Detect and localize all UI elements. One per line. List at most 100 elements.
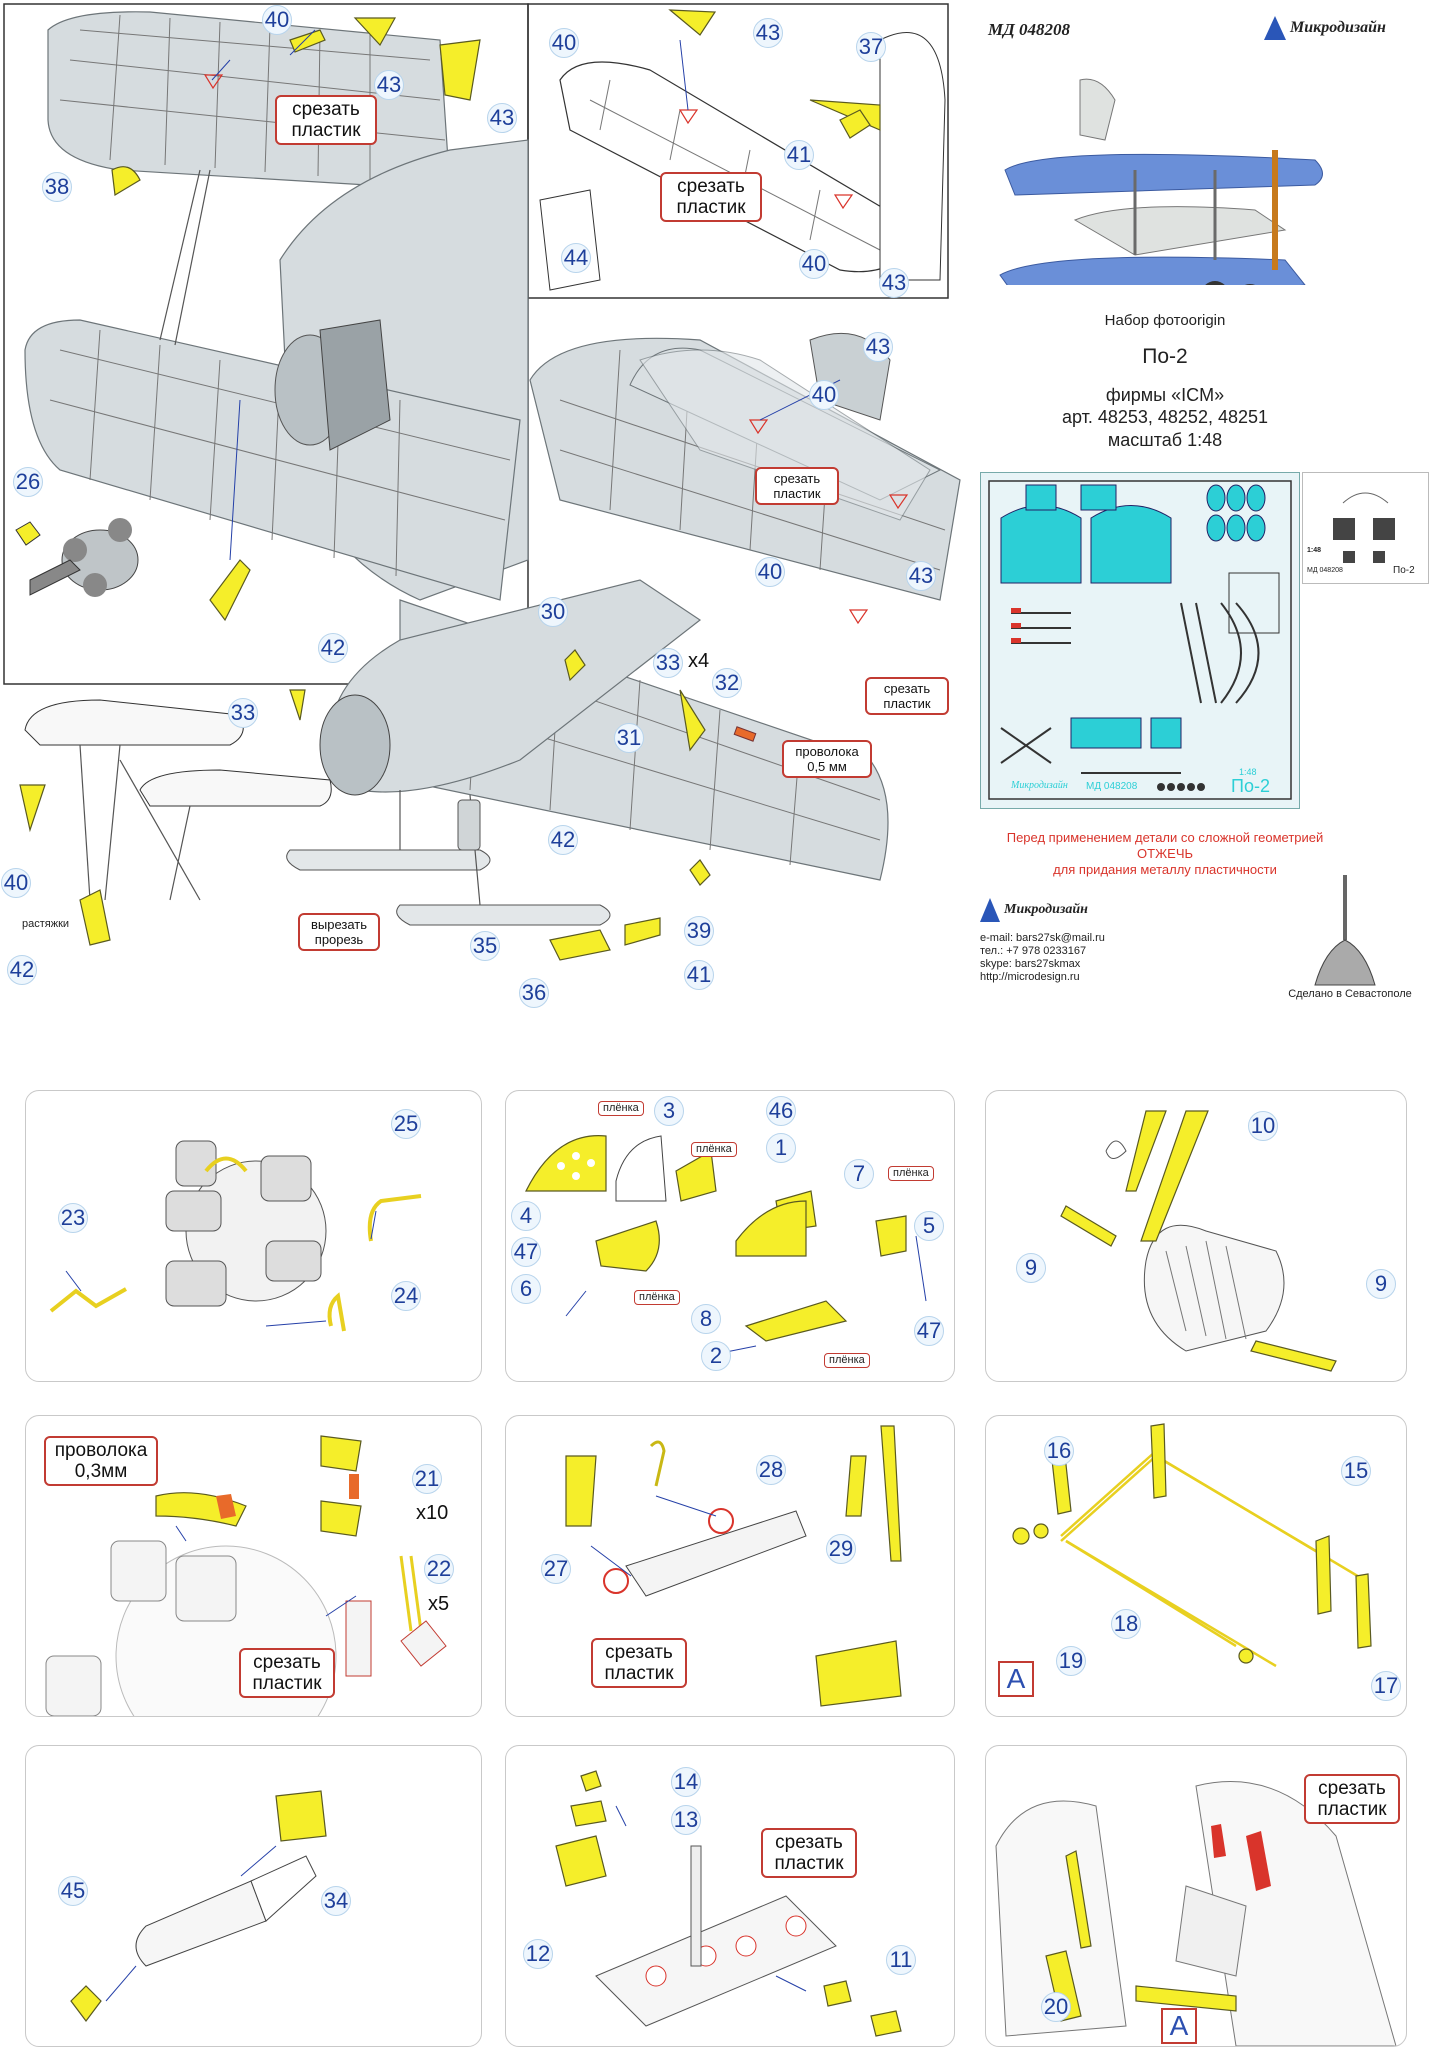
film-label: плёнка — [824, 1353, 870, 1368]
film-label: плёнка — [888, 1166, 934, 1181]
annealing-notice: Перед применением детали со сложной геом… — [980, 830, 1350, 878]
fret-title: По-2 — [1231, 776, 1270, 796]
multiplier-x4: x4 — [688, 650, 710, 672]
cut-plastic-label: срезать пластик — [275, 95, 377, 145]
callout-22: 22 — [424, 1554, 454, 1584]
callout-1: 1 — [766, 1133, 796, 1163]
callout-15: 15 — [1341, 1456, 1371, 1486]
callout-9: 9 — [1366, 1269, 1396, 1299]
callout-43: 43 — [906, 561, 936, 591]
fret-brand: Микродизайн — [1011, 780, 1068, 791]
made-in: Сделано в Севастополе — [1288, 988, 1412, 1000]
callout-40: 40 — [809, 380, 839, 410]
callout-40: 40 — [262, 5, 292, 35]
cut-plastic-label: срезать пластик — [1304, 1774, 1400, 1824]
film-label: плёнка — [598, 1101, 644, 1116]
callout-18: 18 — [1111, 1609, 1141, 1639]
braces-label: растяжки — [22, 918, 70, 930]
callout-9: 9 — [1016, 1253, 1046, 1283]
callout-16: 16 — [1044, 1436, 1074, 1466]
panel-controls: 28 27 29 срезать пластик — [505, 1415, 955, 1717]
multiplier-x10: x10 — [416, 1502, 449, 1524]
callout-4: 4 — [511, 1201, 541, 1231]
cut-plastic-label: срезать пластик — [761, 1828, 857, 1878]
callout-47: 47 — [914, 1316, 944, 1346]
callout-46: 46 — [766, 1096, 796, 1126]
contacts-logo-icon — [980, 898, 1000, 922]
panel-rocker-arms: проволока 0,3мм 21 x10 22 x5 срезать пла… — [25, 1415, 482, 1717]
fret-code: МД 048208 — [1086, 781, 1138, 792]
manufacturer: фирмы «ICM» — [1105, 385, 1225, 405]
kit-name: По-2 — [1142, 345, 1188, 368]
callout-7: 7 — [844, 1159, 874, 1189]
brand-logo-icon — [1264, 16, 1286, 40]
contact-skype: skype: bars27skmax — [980, 958, 1081, 970]
callout-43: 43 — [374, 70, 404, 100]
callout-47: 47 — [511, 1237, 541, 1267]
callout-34: 34 — [321, 1886, 351, 1916]
contacts-brand-name: Микродизайн — [1004, 902, 1088, 917]
contacts-block: Микродизайн e-mail: bars27sk@mail.ru тел… — [980, 898, 1220, 984]
panel-exhaust: 25 23 24 — [25, 1090, 482, 1382]
callout-41: 41 — [684, 960, 714, 990]
callout-17: 17 — [1371, 1671, 1401, 1701]
callout-28: 28 — [756, 1455, 786, 1485]
callout-29: 29 — [826, 1534, 856, 1564]
engine-illustration — [29, 518, 139, 597]
callout-27: 27 — [541, 1554, 571, 1584]
cut-plastic-label: срезать пластик — [865, 677, 949, 715]
callout-12: 12 — [523, 1939, 553, 1969]
callout-2: 2 — [701, 1341, 731, 1371]
fret-scale: 1:48 — [1239, 767, 1257, 777]
callout-21: 21 — [412, 1464, 442, 1494]
callout-42: 42 — [318, 633, 348, 663]
product-code: МД 048208 — [988, 20, 1070, 39]
upper-wing-shape — [47, 11, 451, 191]
cut-slot-label: вырезать прорезь — [298, 913, 380, 951]
callout-43: 43 — [753, 18, 783, 48]
wire-03-label: проволока 0,3мм — [44, 1436, 158, 1486]
callout-45: 45 — [58, 1876, 88, 1906]
callout-10: 10 — [1248, 1111, 1278, 1141]
callout-6: 6 — [511, 1274, 541, 1304]
callout-8: 8 — [691, 1304, 721, 1334]
callout-26: 26 — [13, 467, 43, 497]
callout-5: 5 — [914, 1211, 944, 1241]
callout-40: 40 — [1, 868, 31, 898]
panel-frames: 16 15 18 19 17 A — [985, 1415, 1407, 1717]
cut-plastic-label: срезать пластик — [591, 1638, 687, 1688]
callout-20: 20 — [1041, 1992, 1071, 2022]
callout-23: 23 — [58, 1203, 88, 1233]
callout-35: 35 — [470, 931, 500, 961]
callout-43: 43 — [863, 332, 893, 362]
callout-31: 31 — [614, 723, 644, 753]
callout-37: 37 — [856, 32, 886, 62]
callout-32: 32 — [712, 668, 742, 698]
film-label: плёнка — [691, 1142, 737, 1157]
mini-fret: 1:48 МД 048208 По-2 — [1302, 472, 1429, 584]
callout-38: 38 — [42, 172, 72, 202]
articles: арт. 48253, 48252, 48251 — [1061, 407, 1269, 427]
panel-bomb: 45 34 — [25, 1745, 482, 2047]
callout-44: 44 — [561, 243, 591, 273]
notice-line-1: Перед применением детали со сложной геом… — [1006, 830, 1324, 845]
scale: масштаб 1:48 — [1107, 430, 1223, 450]
film-label: плёнка — [634, 1290, 680, 1305]
contact-web: http://microdesign.ru — [980, 971, 1080, 983]
view-marker-a: A — [1161, 2008, 1197, 2044]
brand-name: Микродизайн — [1290, 19, 1386, 36]
callout-33: 33 — [228, 698, 258, 728]
callout-42: 42 — [7, 955, 37, 985]
callout-43: 43 — [487, 103, 517, 133]
callout-40: 40 — [549, 28, 579, 58]
callout-3: 3 — [654, 1096, 684, 1126]
callout-33: 33 — [653, 648, 683, 678]
notice-line-2: ОТЖЕЧЬ — [1136, 846, 1194, 861]
brand-header: Микродизайн — [1264, 16, 1386, 40]
mini-fret-code: МД 048208 — [1307, 567, 1343, 574]
fret-sheet: Микродизайн МД 048208 1:48 По-2 — [980, 472, 1300, 809]
callout-43: 43 — [879, 268, 909, 298]
callout-40: 40 — [755, 557, 785, 587]
multiplier-x5: x5 — [428, 1593, 450, 1615]
callout-19: 19 — [1056, 1646, 1086, 1676]
